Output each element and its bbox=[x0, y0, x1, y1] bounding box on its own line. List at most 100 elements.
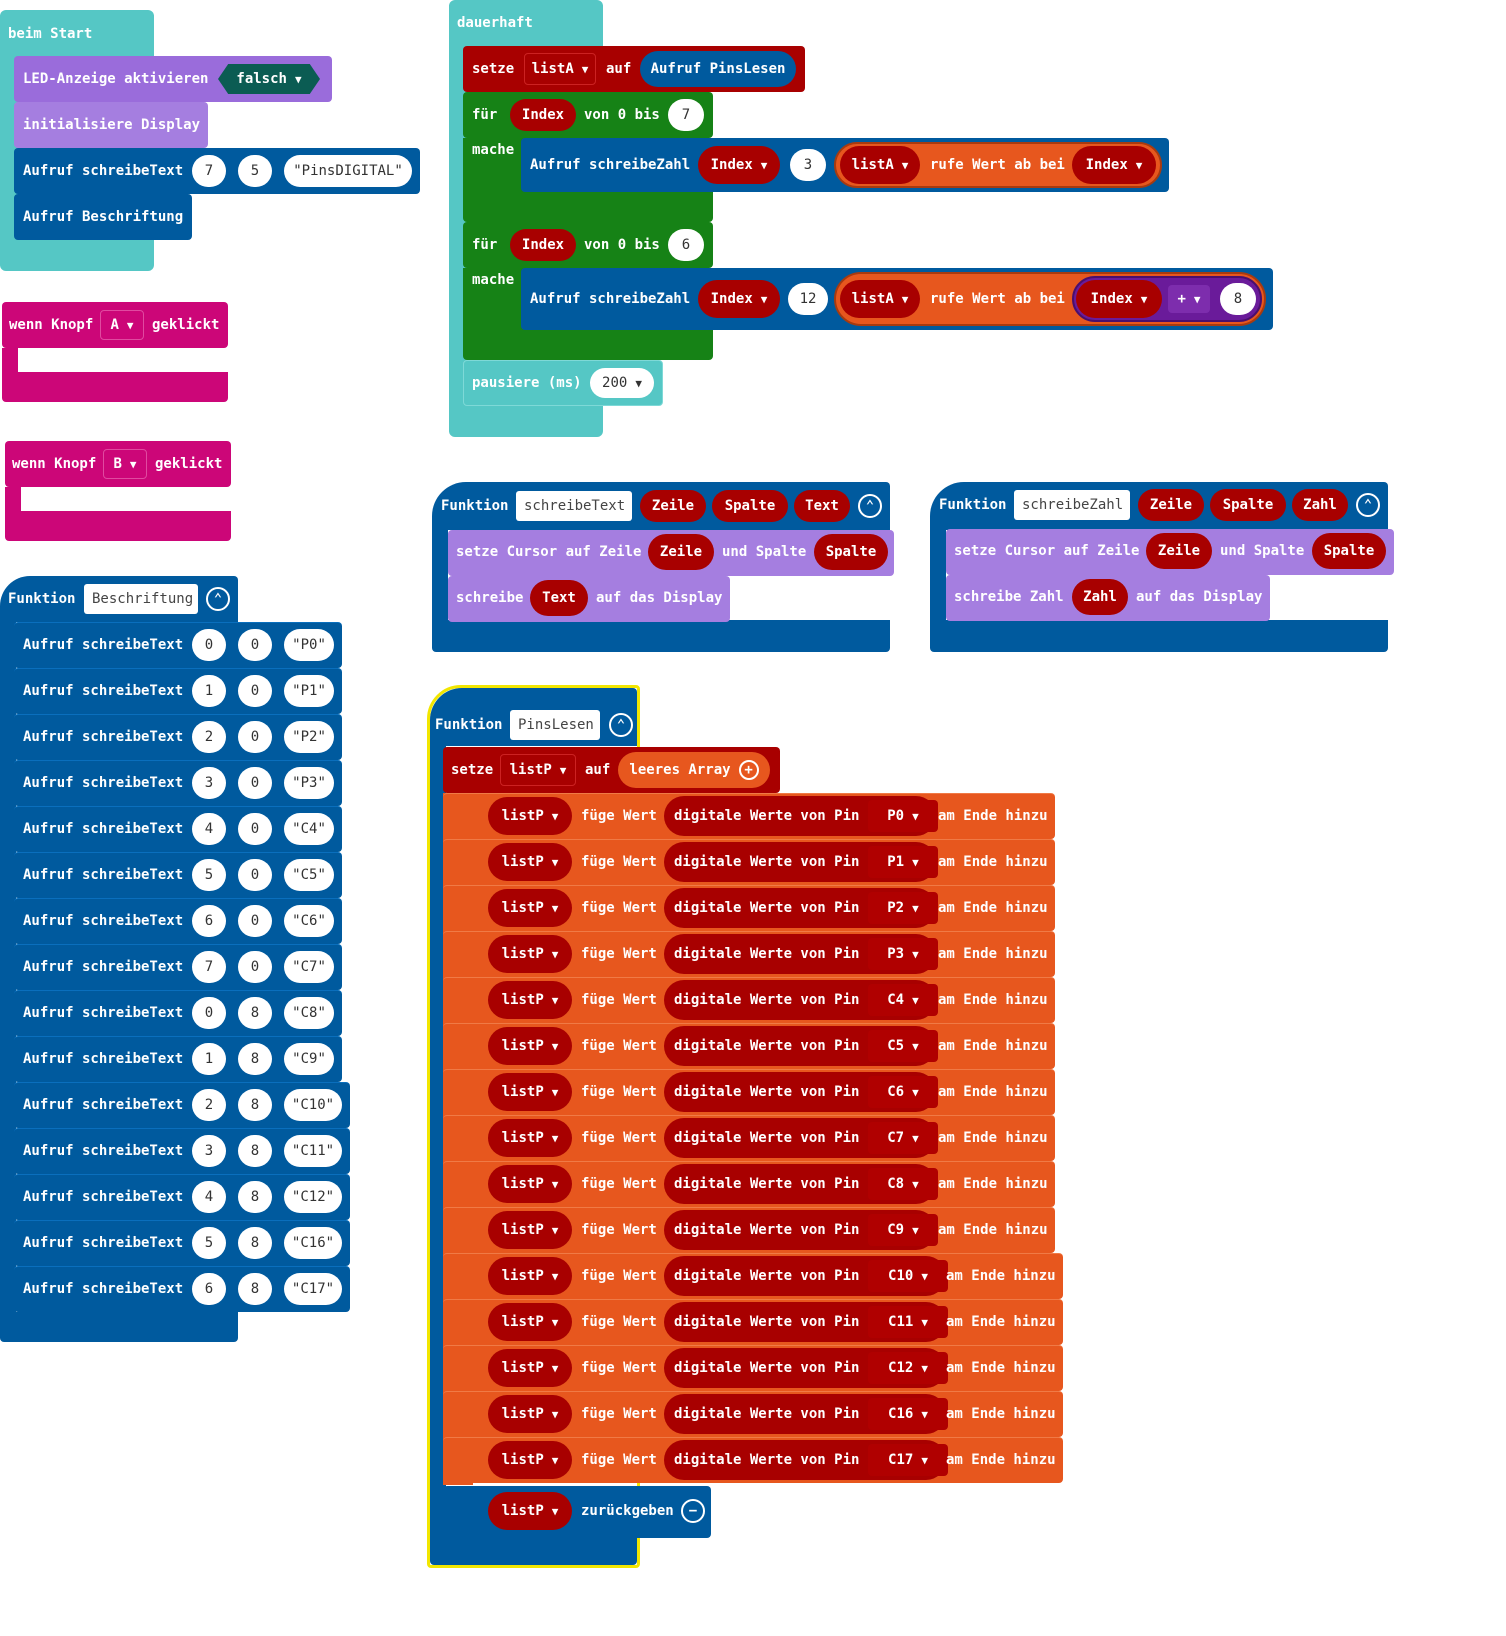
arg-input[interactable]: 6 bbox=[192, 905, 226, 937]
function-name-field[interactable]: schreibeZahl bbox=[1014, 490, 1130, 520]
collapse-icon[interactable]: ⌃ bbox=[206, 587, 230, 611]
arg-input[interactable]: 8 bbox=[1220, 283, 1256, 315]
add-circle-icon[interactable]: + bbox=[738, 760, 759, 780]
arg-input[interactable]: 5 bbox=[192, 1227, 226, 1259]
button-b-dropdown[interactable]: B▼ bbox=[103, 449, 147, 479]
pin-dropdown[interactable]: P0▼ bbox=[868, 800, 938, 832]
string-input[interactable]: "C4" bbox=[284, 813, 334, 845]
pin-dropdown[interactable]: C6▼ bbox=[868, 1076, 938, 1108]
arg-input[interactable]: 6 bbox=[192, 1273, 226, 1305]
arg-input[interactable]: 3 bbox=[790, 149, 826, 181]
param-spalte[interactable]: Spalte bbox=[814, 534, 888, 570]
arg-input[interactable]: 5 bbox=[238, 155, 272, 187]
string-input[interactable]: "C7" bbox=[284, 951, 334, 983]
listp-dropdown[interactable]: listP▼ bbox=[488, 889, 572, 927]
arg-input[interactable]: 3 bbox=[192, 767, 226, 799]
string-input[interactable]: "C11" bbox=[284, 1135, 342, 1167]
arg-input[interactable]: 0 bbox=[238, 813, 272, 845]
pin-dropdown[interactable]: C9▼ bbox=[868, 1214, 938, 1246]
arg-input[interactable]: 8 bbox=[238, 997, 272, 1029]
lista-dropdown[interactable]: listA▼ bbox=[840, 280, 920, 318]
arg-input[interactable]: 0 bbox=[238, 675, 272, 707]
arg-input[interactable]: 8 bbox=[238, 1273, 272, 1305]
pin-dropdown[interactable]: C7▼ bbox=[868, 1122, 938, 1154]
listp-dropdown[interactable]: listP▼ bbox=[488, 1349, 572, 1387]
index-variable[interactable]: Index bbox=[510, 229, 576, 261]
listp-dropdown[interactable]: listP▼ bbox=[488, 843, 572, 881]
listp-dropdown[interactable]: listP▼ bbox=[488, 1303, 572, 1341]
pin-dropdown[interactable]: C10▼ bbox=[868, 1260, 948, 1292]
string-input[interactable]: "P1" bbox=[284, 675, 334, 707]
function-name-field[interactable]: PinsLesen bbox=[510, 710, 600, 740]
param-zeile[interactable]: Zeile bbox=[648, 534, 714, 570]
arg-input[interactable]: 0 bbox=[238, 629, 272, 661]
param-zahl[interactable]: Zahl bbox=[1072, 579, 1128, 615]
string-input[interactable]: "C5" bbox=[284, 859, 334, 891]
arg-input[interactable]: 2 bbox=[192, 721, 226, 753]
arg-input[interactable]: 0 bbox=[238, 951, 272, 983]
arg-input[interactable]: 8 bbox=[238, 1135, 272, 1167]
collapse-icon[interactable]: ⌃ bbox=[1356, 493, 1380, 517]
listp-dropdown[interactable]: listP▼ bbox=[488, 1395, 572, 1433]
arg-input[interactable]: 8 bbox=[238, 1227, 272, 1259]
listp-dropdown[interactable]: listP▼ bbox=[488, 797, 572, 835]
string-input[interactable]: "P2" bbox=[284, 721, 334, 753]
string-input[interactable]: "P0" bbox=[284, 629, 334, 661]
arg-input[interactable]: 8 bbox=[238, 1043, 272, 1075]
listp-dropdown[interactable]: listP▼ bbox=[488, 1027, 572, 1065]
pin-dropdown[interactable]: C11▼ bbox=[868, 1306, 948, 1338]
listp-dropdown[interactable]: listP▼ bbox=[488, 981, 572, 1019]
pin-dropdown[interactable]: C16▼ bbox=[868, 1398, 948, 1430]
pin-dropdown[interactable]: C12▼ bbox=[868, 1352, 948, 1384]
call-beschriftung-block[interactable] bbox=[14, 194, 192, 240]
arg-input[interactable]: 4 bbox=[192, 1181, 226, 1213]
collapse-icon[interactable]: ⌃ bbox=[609, 713, 633, 737]
return-block[interactable] bbox=[443, 1486, 711, 1538]
param-spalte[interactable]: Spalte bbox=[1312, 533, 1386, 569]
pause-dropdown[interactable]: 200▼ bbox=[590, 368, 654, 398]
arg-input[interactable]: 1 bbox=[192, 675, 226, 707]
empty-array-reporter[interactable]: leeres Array + bbox=[618, 752, 770, 788]
listp-dropdown[interactable]: listP▼ bbox=[488, 1441, 572, 1479]
call-schreibetext-row[interactable] bbox=[14, 1036, 342, 1082]
string-input[interactable]: "P3" bbox=[284, 767, 334, 799]
string-input[interactable]: "C9" bbox=[284, 1043, 334, 1075]
arg-input[interactable]: 8 bbox=[238, 1181, 272, 1213]
index-variable[interactable]: Index bbox=[510, 99, 576, 131]
arg-input[interactable]: 0 bbox=[192, 629, 226, 661]
pin-dropdown[interactable]: P3▼ bbox=[868, 938, 938, 970]
loop-end-input[interactable]: 7 bbox=[668, 99, 704, 131]
index-dropdown[interactable]: Index▼ bbox=[1076, 280, 1162, 318]
param-zahl[interactable]: Zahl bbox=[1292, 489, 1348, 521]
function-name-field[interactable]: schreibeText bbox=[516, 491, 632, 521]
pin-dropdown[interactable]: P2▼ bbox=[868, 892, 938, 924]
string-input[interactable]: "C6" bbox=[284, 905, 334, 937]
listp-dropdown[interactable]: listP▼ bbox=[500, 754, 576, 786]
param-text[interactable]: Text bbox=[530, 580, 588, 616]
listp-dropdown[interactable]: listP▼ bbox=[488, 935, 572, 973]
string-input[interactable]: "C16" bbox=[284, 1227, 342, 1259]
write-text-block[interactable] bbox=[448, 576, 730, 622]
arg-input[interactable]: 0 bbox=[238, 721, 272, 753]
string-input[interactable]: "C10" bbox=[284, 1089, 342, 1121]
pin-dropdown[interactable]: P1▼ bbox=[868, 846, 938, 878]
arg-input[interactable]: 1 bbox=[192, 1043, 226, 1075]
remove-circle-icon[interactable]: − bbox=[681, 1499, 705, 1523]
string-input[interactable]: "C12" bbox=[284, 1181, 342, 1213]
init-display-block[interactable] bbox=[14, 102, 208, 148]
param-spalte[interactable]: Spalte bbox=[712, 490, 788, 522]
param-text[interactable]: Text bbox=[794, 490, 850, 522]
listp-dropdown[interactable]: listP▼ bbox=[488, 1211, 572, 1249]
lista-dropdown[interactable]: listA▼ bbox=[840, 146, 920, 184]
param-zeile[interactable]: Zeile bbox=[1146, 533, 1212, 569]
listp-dropdown[interactable]: listP▼ bbox=[488, 1073, 572, 1111]
string-input[interactable]: "C8" bbox=[284, 997, 334, 1029]
loop-end-input[interactable]: 6 bbox=[668, 229, 704, 261]
pin-dropdown[interactable]: C8▼ bbox=[868, 1168, 938, 1200]
listp-dropdown[interactable]: listP▼ bbox=[488, 1119, 572, 1157]
param-spalte[interactable]: Spalte bbox=[1210, 489, 1286, 521]
arg-input[interactable]: 8 bbox=[238, 1089, 272, 1121]
arg-input[interactable]: 0 bbox=[238, 859, 272, 891]
arg-input[interactable]: 7 bbox=[192, 155, 226, 187]
collapse-icon[interactable]: ⌃ bbox=[858, 494, 882, 518]
